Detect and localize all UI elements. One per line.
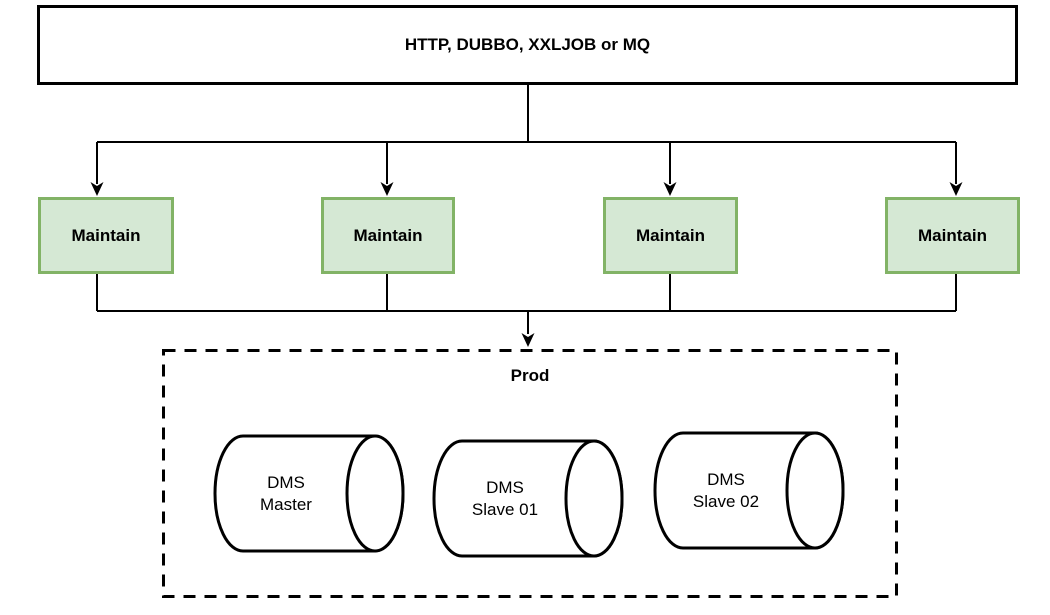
database-label-line: Slave 02 bbox=[692, 491, 760, 511]
arrowhead-maintain-1 bbox=[90, 182, 104, 196]
arrowhead-maintain-4 bbox=[949, 182, 963, 196]
maintain-node-4: Maintain bbox=[885, 197, 1020, 274]
prod-group-label: Prod bbox=[510, 366, 550, 385]
maintain-node-2: Maintain bbox=[321, 197, 455, 274]
database-label-line: DMS bbox=[267, 472, 305, 492]
maintain-node-3: Maintain bbox=[603, 197, 738, 274]
arrowhead-prod bbox=[521, 333, 535, 347]
database-cylinder-dms-slave-02 bbox=[653, 431, 845, 550]
entry-node-label: HTTP, DUBBO, XXLJOB or MQ bbox=[404, 35, 651, 54]
database-label-line: DMS bbox=[707, 469, 745, 489]
arrowhead-maintain-2 bbox=[380, 182, 394, 196]
arrowhead-maintain-3 bbox=[663, 182, 677, 196]
maintain-node-1: Maintain bbox=[38, 197, 174, 274]
maintain-node-label: Maintain bbox=[918, 225, 987, 245]
database-cylinder-dms-slave-01 bbox=[432, 439, 624, 558]
prod-group-border bbox=[162, 349, 898, 598]
database-label-dms-slave-01: DMS Slave 01 bbox=[434, 441, 576, 556]
database-label-line: DMS bbox=[486, 477, 524, 497]
entry-node: HTTP, DUBBO, XXLJOB or MQ bbox=[37, 5, 1018, 85]
database-label-dms-master: DMS Master bbox=[215, 436, 357, 551]
database-cylinder-dms-master bbox=[213, 434, 405, 553]
database-label-line: Master bbox=[260, 494, 312, 514]
maintain-node-label: Maintain bbox=[71, 225, 141, 245]
database-label-dms-slave-02: DMS Slave 02 bbox=[655, 433, 797, 548]
database-label-line: Slave 01 bbox=[471, 499, 539, 519]
maintain-node-label: Maintain bbox=[353, 225, 423, 245]
maintain-node-label: Maintain bbox=[636, 225, 705, 245]
